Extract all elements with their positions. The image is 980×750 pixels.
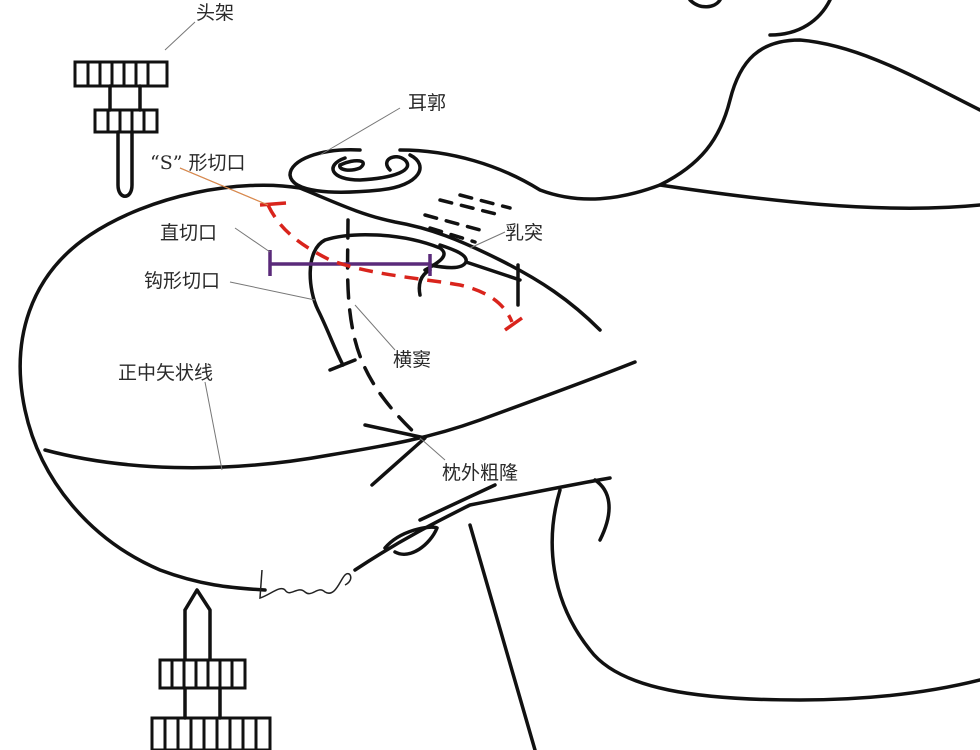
chin-contour [768,0,832,37]
s-incision [266,204,514,323]
label-external-occipital-protuberance: 枕外粗隆 [442,462,519,484]
ear-inner [331,155,410,182]
head-outline [18,183,302,592]
s-incision-ends [259,201,524,332]
leader-lines [164,21,506,471]
label-head-frame: 头架 [196,2,235,24]
neck-line-2 [418,483,497,522]
mastoid-dashes [423,193,512,244]
transverse-sinus [345,218,422,440]
neck-line [353,476,612,572]
head-frame-top [73,60,169,198]
label-midsagittal-line: 正中矢状线 [118,362,214,384]
label-transverse-sinus: 横窦 [393,349,432,371]
face-contour [398,38,980,201]
hook-incision-end [328,268,432,372]
face-top [688,0,722,9]
shoulder-curve [550,488,980,702]
head-frame-bottom [150,588,272,750]
label-hook-incision: 钩形切口 [144,270,221,292]
label-mastoid: 乳突 [505,222,544,244]
s-incision-leader [179,167,269,206]
scalp-contour [298,186,602,332]
ear-concha [338,159,365,172]
occipital-arrow [363,423,427,487]
hook-incision-tail [464,260,522,307]
straight-incision [268,250,432,276]
label-straight-incision: 直切口 [160,222,218,244]
jaw-contour [658,183,980,210]
shoulder-fold [593,478,611,542]
hand-knot [383,525,439,556]
artist-signature [259,569,352,600]
label-s-incision: “S” 形切口 [150,152,246,174]
hook-incision [308,233,446,367]
midsagittal-line [43,360,637,470]
back-line [468,523,537,750]
label-auricle: 耳郭 [408,92,447,114]
ear-outline [288,148,422,194]
